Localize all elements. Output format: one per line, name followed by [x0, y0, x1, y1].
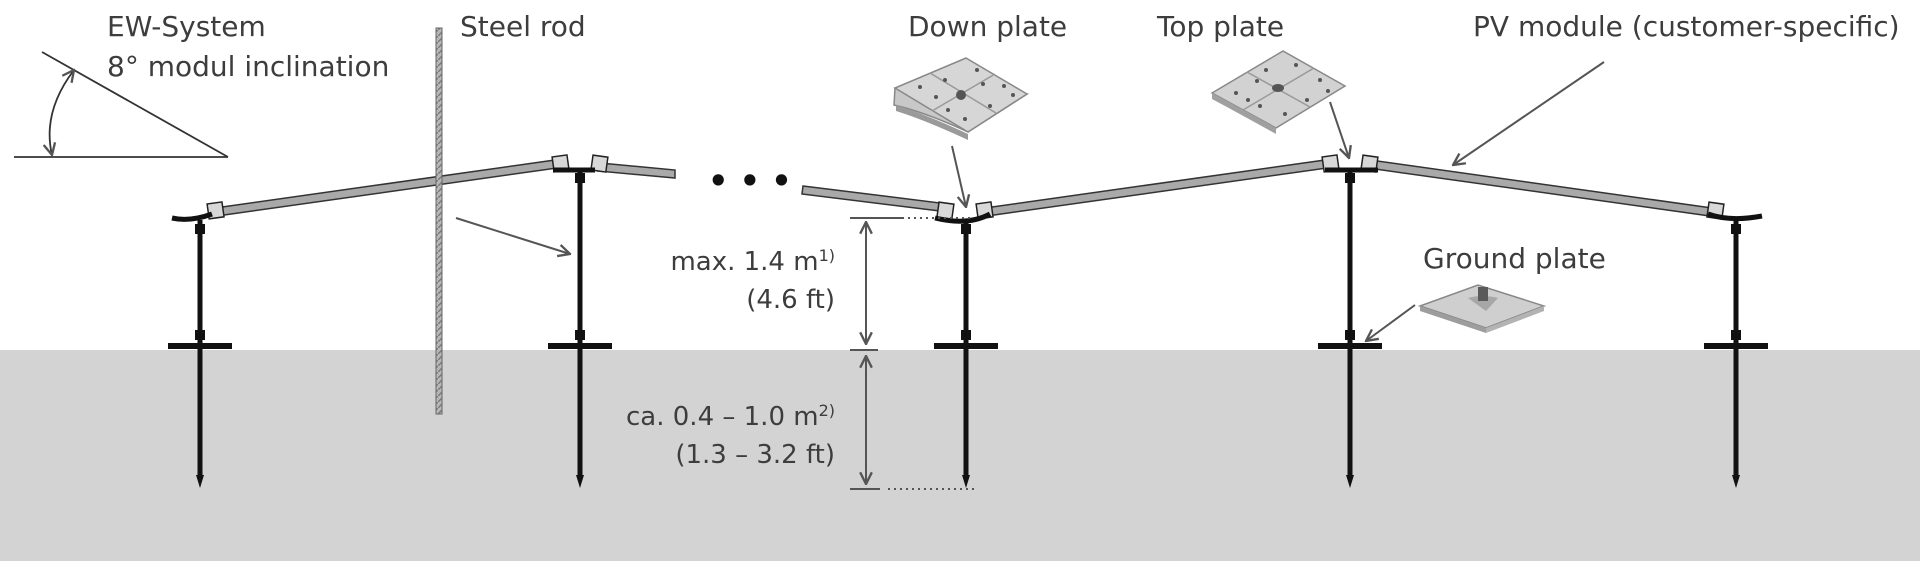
post: [1704, 211, 1768, 488]
top-plate-image: [1210, 50, 1347, 134]
pv-module-label: PV module (customer-specific): [1473, 10, 1900, 43]
dimension-lines: [850, 217, 975, 490]
post: [1318, 167, 1382, 488]
pv-module: [984, 159, 1328, 217]
height-dimension-label: max. 1.4 m1): [670, 246, 835, 277]
ground-area: [0, 350, 1920, 561]
post: [168, 211, 232, 488]
ground-plate-label: Ground plate: [1423, 242, 1606, 275]
height-value: max. 1.4 m: [670, 247, 818, 277]
continuation-dots: • • •: [708, 162, 792, 200]
down-plate-image: [893, 57, 1030, 140]
depth-value: ca. 0.4 – 1.0 m: [626, 402, 819, 432]
depth-imperial-label: (1.3 – 3.2 ft): [675, 440, 835, 470]
height-imperial-label: (4.6 ft): [746, 285, 835, 315]
post: [548, 167, 612, 488]
steel-rod: [435, 27, 443, 415]
ew-system-label: EW-System: [107, 10, 266, 43]
ground-plate-image: [1417, 284, 1547, 333]
post: [934, 211, 998, 488]
pointer-arrows: [455, 61, 1605, 341]
pv-module: [214, 159, 558, 217]
depth-dimension-label: ca. 0.4 – 1.0 m2): [626, 401, 835, 432]
mounting-posts: [168, 167, 1768, 488]
pv-module: [801, 185, 941, 212]
depth-footnote: 2): [819, 401, 835, 420]
down-plate-label: Down plate: [908, 10, 1067, 43]
pv-module-rows: [214, 159, 1713, 217]
top-plate-label: Top plate: [1156, 10, 1284, 43]
height-footnote: 1): [819, 246, 835, 265]
steel-rod-label: Steel rod: [460, 10, 586, 43]
inclination-angle-icon: [14, 51, 229, 158]
inclination-label: 8° modul inclination: [107, 50, 389, 83]
pv-module: [597, 162, 676, 179]
module-clamps: [206, 154, 1725, 220]
pv-module: [1367, 159, 1713, 217]
